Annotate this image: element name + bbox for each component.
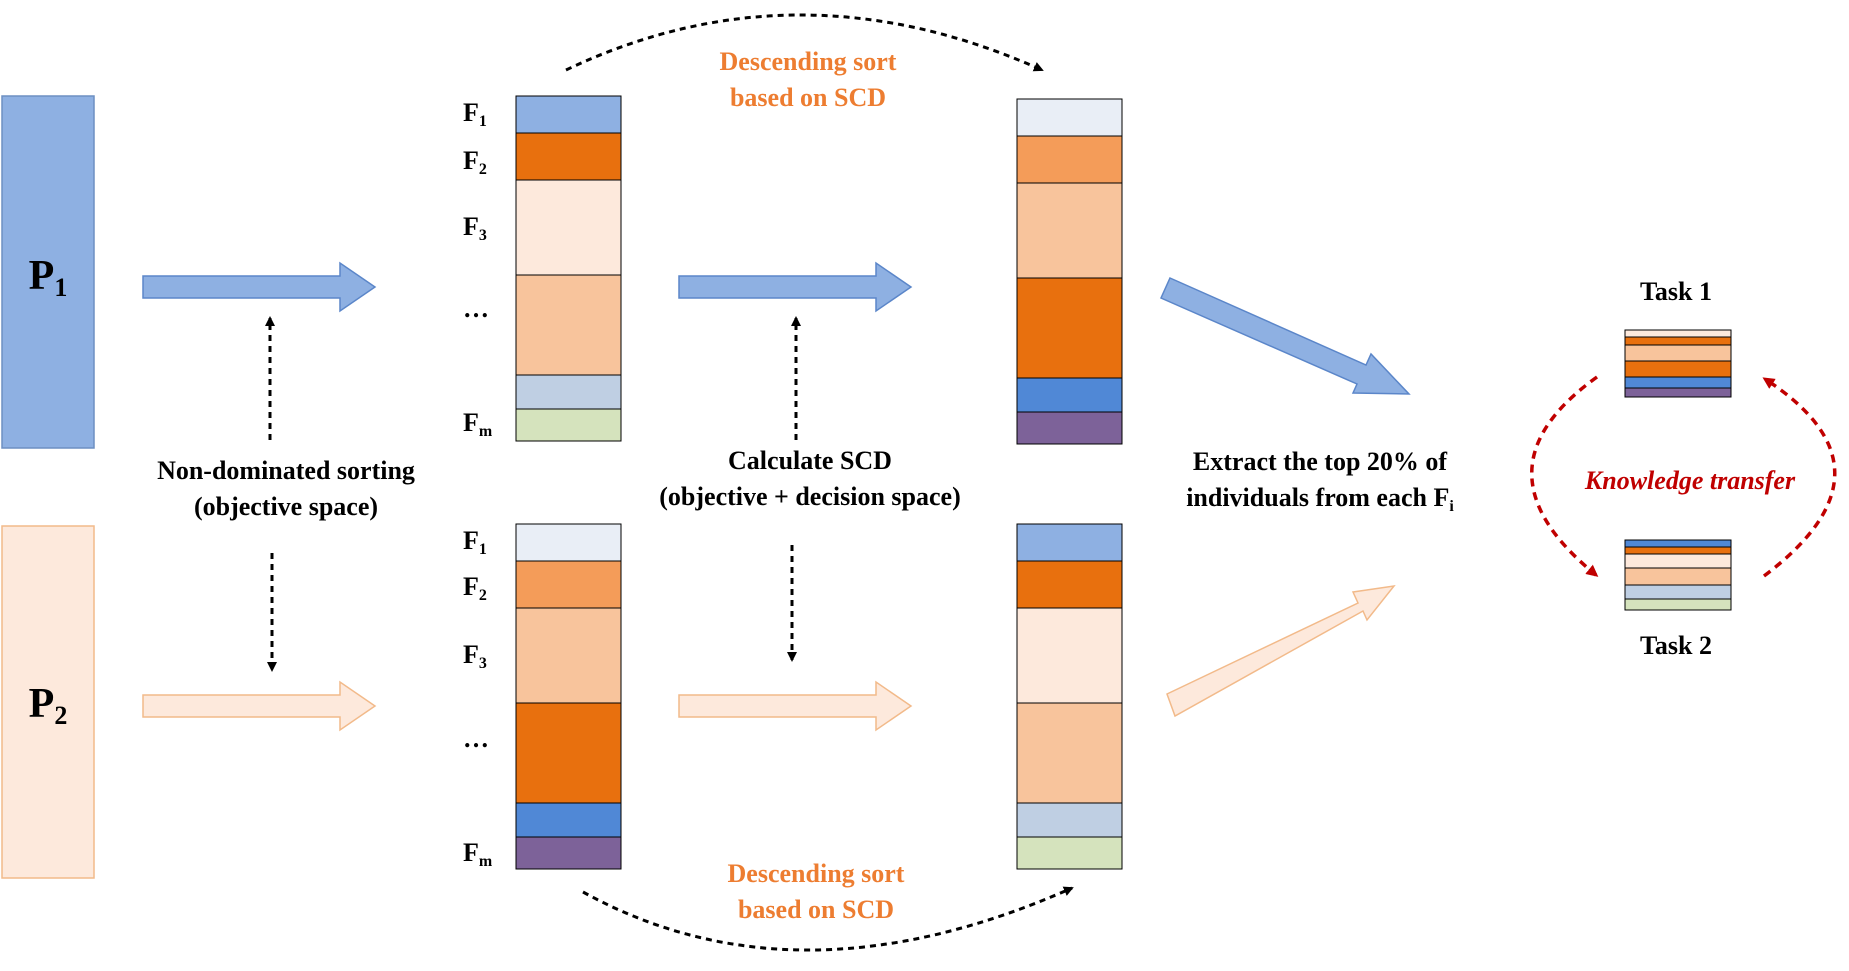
stack-segment-purple <box>1016 411 1123 445</box>
front-label-bottom-ellipsis: … <box>463 724 489 753</box>
task-1-label: Task 1 <box>1639 277 1713 306</box>
stack-segment-dark-orange <box>1624 336 1732 346</box>
caption-sort-bottom-line2: based on SCD <box>737 895 895 924</box>
arrow-p2-to-fronts <box>142 680 377 732</box>
caption-sort-top: Descending sort based on SCD <box>720 44 897 116</box>
caption-sort-top-line2: based on SCD <box>729 83 887 112</box>
stack-segment-mid-orange <box>515 560 622 609</box>
caption-sort-top-line1: Descending sort <box>719 47 897 76</box>
front-label-bottom-f2: F2 <box>463 572 487 604</box>
stack-task1-stack <box>1624 329 1732 398</box>
stack-segment-light-blue <box>1016 523 1123 562</box>
stack-segment-blue <box>1624 376 1732 389</box>
arrow-p1-to-fronts <box>142 261 377 313</box>
arrow-fronts-to-scd-bottom <box>678 680 913 732</box>
stack-segment-dark-orange <box>1016 560 1123 609</box>
stack-segment-light-blue <box>515 95 622 134</box>
stack-bottom-sorted-by-scd <box>1016 523 1123 870</box>
front-label-top-f2: F2 <box>463 146 487 178</box>
dotted-arc-sort-top <box>565 13 1044 72</box>
stack-segment-peach <box>515 607 622 704</box>
front-label-bottom-fm: Fm <box>463 838 493 870</box>
stack-segment-pale-blue <box>1016 98 1123 137</box>
population-p2-label: P2 <box>28 681 68 730</box>
stack-segment-very-light-peach <box>1624 553 1732 569</box>
stack-segment-gray-blue <box>1624 584 1732 600</box>
front-label-top-fm: Fm <box>463 408 493 440</box>
caption-extract-line1: Extract the top 20% of <box>1192 447 1448 476</box>
dotted-arc-sort-bottom <box>582 886 1074 952</box>
stack-segment-peach <box>1624 344 1732 362</box>
stack-segment-light-green <box>515 408 622 442</box>
caption-scd-line2: (objective + decision space) <box>659 482 961 511</box>
caption-extract-top: Extract the top 20% of individuals from … <box>1186 444 1454 525</box>
population-p1-bar <box>1 95 95 449</box>
knowledge-transfer-label: Knowledge transfer <box>1584 466 1796 495</box>
stack-segment-light-green <box>1016 836 1123 870</box>
stack-segment-peach <box>1016 182 1123 279</box>
caption-calculate-scd: Calculate SCD (objective + decision spac… <box>659 443 960 515</box>
stack-segment-purple <box>515 836 622 870</box>
stack-segment-purple <box>1624 387 1732 398</box>
stack-segment-very-light-peach <box>1016 607 1123 704</box>
caption-non-dominated-sorting: Non-dominated sorting (objective space) <box>157 453 415 525</box>
caption-nds-line2: (objective space) <box>193 492 379 521</box>
population-p2-bar <box>1 525 95 879</box>
knowledge-arc-right <box>1762 377 1837 578</box>
arrow-bottom-to-extract <box>1166 584 1396 718</box>
stack-segment-peach <box>1016 702 1123 804</box>
stack-segment-dark-orange <box>515 702 622 804</box>
stack-segment-peach <box>1624 567 1732 586</box>
stack-segment-gray-blue <box>1016 802 1123 838</box>
caption-extract-line2: individuals from each Fi <box>1186 483 1454 515</box>
population-p1-label: P1 <box>28 253 68 302</box>
arrow-fronts-to-scd-top <box>678 261 913 313</box>
front-label-bottom-f1: F1 <box>463 526 487 558</box>
caption-sort-bottom: Descending sort based on SCD <box>728 856 905 928</box>
stack-segment-very-light-peach <box>1624 329 1732 338</box>
front-label-top-ellipsis: … <box>463 294 489 323</box>
stack-segment-dark-orange <box>1016 277 1123 379</box>
stack-segment-pale-blue <box>515 523 622 562</box>
stack-segment-blue <box>515 802 622 838</box>
front-label-bottom-f3: F3 <box>463 640 487 672</box>
stack-task2-stack <box>1624 539 1732 611</box>
stack-segment-dark-orange <box>1624 360 1732 378</box>
arrow-top-to-extract <box>1160 277 1411 395</box>
caption-scd-line1: Calculate SCD <box>728 446 892 475</box>
stack-top-sorted-by-front <box>515 95 622 442</box>
caption-nds-line1: Non-dominated sorting <box>157 456 415 485</box>
stack-segment-light-green <box>1624 598 1732 611</box>
stack-layer <box>515 95 1732 870</box>
stack-segment-mid-orange <box>1016 135 1123 184</box>
front-label-top-f3: F3 <box>463 212 487 244</box>
stack-segment-gray-blue <box>515 374 622 410</box>
task-2-label: Task 2 <box>1639 631 1713 660</box>
stack-segment-dark-orange <box>515 132 622 181</box>
caption-sort-bottom-line1: Descending sort <box>727 859 905 888</box>
stack-bottom-sorted-by-front <box>515 523 622 870</box>
stack-segment-very-light-peach <box>515 179 622 276</box>
stack-segment-blue <box>1624 539 1732 548</box>
stack-top-sorted-by-scd <box>1016 98 1123 445</box>
front-label-top-f1: F1 <box>463 98 487 130</box>
stack-segment-peach <box>515 274 622 376</box>
stack-segment-dark-orange <box>1624 546 1732 555</box>
stack-segment-blue <box>1016 377 1123 413</box>
